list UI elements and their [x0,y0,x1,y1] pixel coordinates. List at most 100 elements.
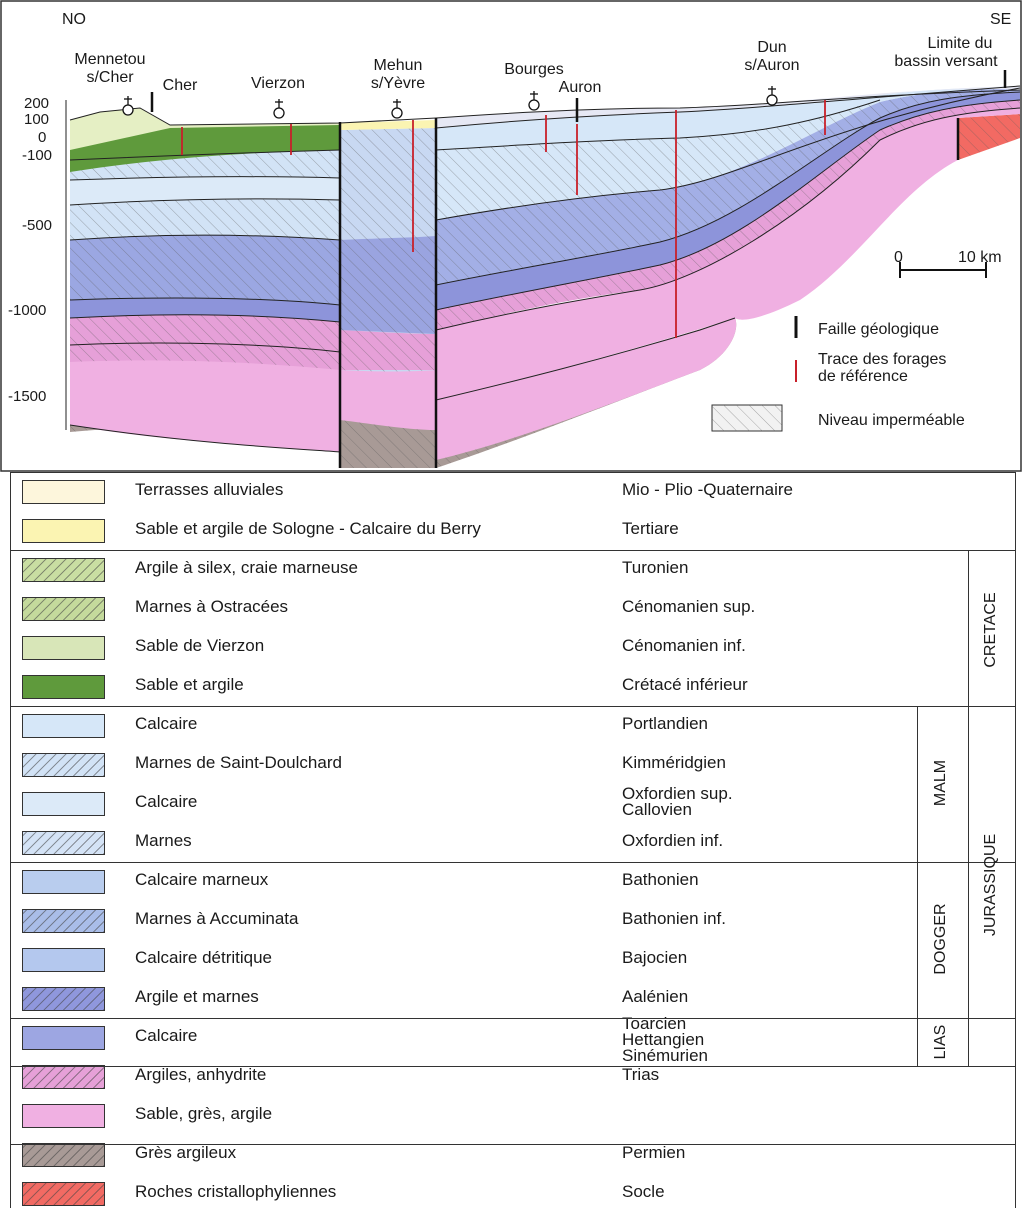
legend-description: Marnes à Ostracées [135,597,289,616]
scale-start: 0 [894,249,903,266]
legend-age-line: Turonien [622,558,689,577]
orientation-no: NO [62,11,86,28]
depth-axis: 200 100 0 -100 -500 -1000 -1500 [8,95,52,405]
legend-age: Cénomanien inf. [622,636,746,655]
legend-row: Calcaire Portlandien [10,706,910,745]
place-label: bassin versant [894,53,998,70]
legend-swatch [22,597,105,621]
legend-age-line: Socle [622,1182,665,1201]
legend-swatch [22,480,105,504]
legend-swatch [22,831,105,855]
depth-tick: -1000 [8,302,46,319]
legend-description: Calcaire [135,714,198,733]
legend-swatch [22,792,105,816]
legend-row: Argile et marnes Aalénien [10,979,910,1018]
legend-age-line: Cénomanien sup. [622,597,756,616]
legend-age-line: Trias [622,1065,660,1084]
legend-row: Sable, grès, argile [10,1096,910,1135]
legend-swatch [22,987,105,1011]
legend-row: Calcaire marneux Bathonien [10,862,910,901]
place-label: Mennetou [74,51,145,68]
key-borehole-label-2: de référence [818,368,908,385]
legend-age: Bajocien [622,949,687,966]
place-label: Vierzon [251,75,305,92]
legend-description: Calcaire [135,792,198,811]
legend-swatch [22,909,105,933]
legend-swatch [22,714,105,738]
legend-age: Mio - Plio -Quaternaire [622,480,794,499]
depth-tick: 200 [24,95,49,112]
key-fault-label: Faille géologique [818,321,939,338]
legend-age: Portlandien [622,714,709,733]
borehole-traces [181,100,826,338]
legend-age: Permien [622,1143,686,1162]
legend-swatch [22,519,105,543]
legend-swatch [22,753,105,777]
legend-age-line: Callovien [622,800,692,819]
orientation-se: SE [990,11,1011,28]
legend-swatch [22,1026,105,1050]
legend-row: Marnes à Ostracées Cénomanien sup. [10,589,910,628]
legend-description: Calcaire détritique [135,948,273,967]
legend-description: Marnes [135,831,192,850]
legend-age: Crétacé inférieur [622,675,748,694]
legend-age: Bathonien [622,870,699,889]
legend-description: Sable et argile de Sologne - Calcaire du… [135,519,481,538]
legend-row: Calcaire Oxfordien sup.Callovien [10,784,910,823]
place-label: Mehun [374,57,423,74]
legend-age-line: Crétacé inférieur [622,675,748,694]
legend-swatch [22,1065,105,1089]
place-label: s/Cher [86,69,134,86]
legend-description: Argile à silex, craie marneuse [135,558,358,577]
legend-age: Oxfordien inf. [622,832,723,849]
legend-age-line: Permien [622,1143,686,1162]
legend-age: Aalénien [622,988,688,1005]
legend-swatch [22,558,105,582]
legend-age-line: Oxfordien sup. [622,784,733,803]
legend-description: Roches cristallophyliennes [135,1182,337,1201]
legend-row: Calcaire détritique Bajocien [10,940,910,979]
legend-description: Argiles, anhydrite [135,1065,267,1084]
depth-tick: 100 [24,111,49,128]
legend-description: Argile et marnes [135,987,259,1006]
section-key: Faille géologique Trace des forages de r… [711,316,965,432]
legend-swatch [22,870,105,894]
legend-description: Grès argileux [135,1143,237,1162]
depth-tick: -100 [22,147,52,164]
legend-swatch [22,636,105,660]
depth-tick: -1500 [8,388,46,405]
town-symbols [122,86,778,119]
legend-age-line: Tertiare [622,519,679,538]
legend-age-line: Sinémurien [622,1046,708,1065]
legend-description: Marnes à Accuminata [135,909,299,928]
legend-description: Sable, grès, argile [135,1104,273,1123]
place-label: Bourges [504,61,564,78]
depth-tick: -500 [22,217,52,234]
legend-age-line: Bathonien [622,870,699,889]
legend-row: Argiles, anhydrite Trias [10,1057,910,1096]
legend-age-line: Cénomanien inf. [622,636,746,655]
legend-age: Tertiare [622,519,679,538]
legend-row: Argile à silex, craie marneuse Turonien [10,550,910,589]
scale-end: 10 km [958,249,1002,266]
legend-age: Kimméridgien [622,754,726,771]
legend-age-line: Toarcien [622,1014,687,1033]
place-label: Limite du [928,35,993,52]
legend-age-line: Mio - Plio -Quaternaire [622,480,794,499]
legend-description: Calcaire marneux [135,870,269,889]
legend-description: Terrasses alluviales [135,480,284,499]
stratigraphic-legend: Terrasses alluviales Mio - Plio -Quaterna… [10,472,1016,1208]
legend-description: Calcaire [135,1026,198,1045]
group-malm: MALM [932,759,949,807]
place-label: Auron [559,79,602,96]
place-label: s/Yèvre [371,75,425,92]
legend-age-line: Portlandien [622,714,709,733]
legend-swatch [22,1143,105,1167]
depth-tick: 0 [38,129,46,146]
